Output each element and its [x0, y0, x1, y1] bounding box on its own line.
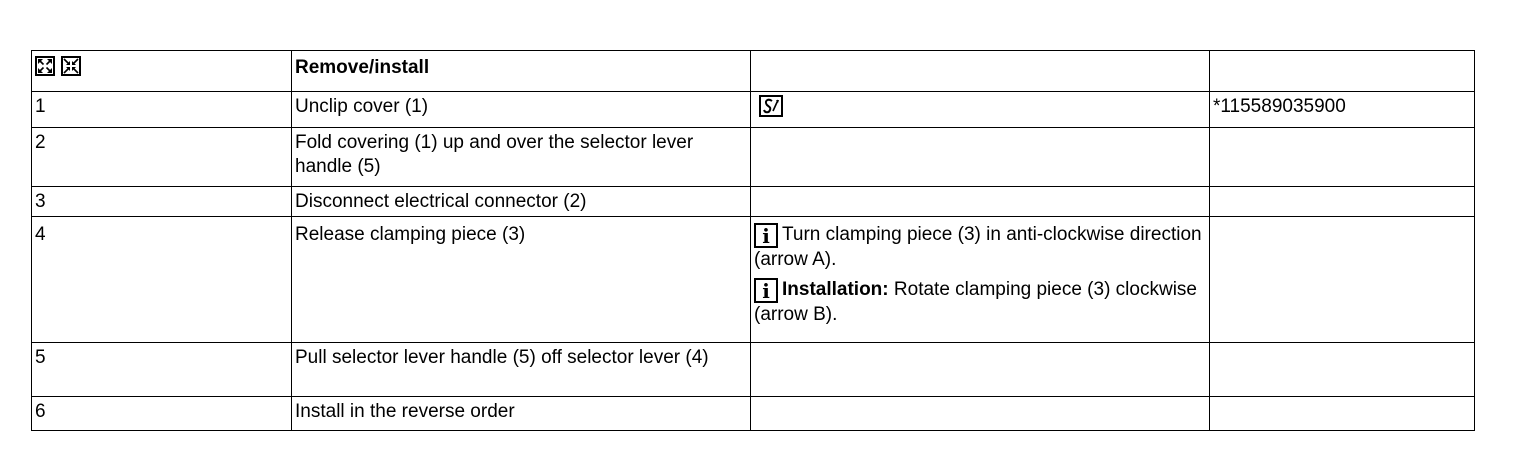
info-note-label: Installation: [782, 279, 889, 300]
table-row: 2 Fold covering (1) up and over the sele… [31, 127, 1475, 187]
collapse-icon[interactable] [61, 56, 81, 76]
table-row: 1 Unclip cover (1) *115589035900 [31, 91, 1475, 128]
step-notes-cell [750, 342, 1210, 397]
step-notes-cell [750, 186, 1210, 217]
table-row: 6 Install in the reverse order [31, 396, 1475, 431]
part-number [1209, 216, 1475, 343]
step-text: Release clamping piece (3) [291, 216, 751, 343]
part-number [1209, 396, 1475, 431]
step-text: Fold covering (1) up and over the select… [291, 127, 751, 187]
step-number: 1 [31, 91, 292, 128]
info-note-text: Turn clamping piece (3) in anti-clockwis… [754, 224, 1202, 270]
step-number: 6 [31, 396, 292, 431]
info-note-text: Rotate clamping piece (3) clockwise (arr… [754, 279, 1197, 325]
step-number: 2 [31, 127, 292, 187]
expand-icon[interactable] [35, 56, 55, 76]
info-icon[interactable]: i [754, 223, 778, 248]
part-number: *115589035900 [1209, 91, 1475, 128]
step-text: Disconnect electrical connector (2) [291, 186, 751, 217]
special-tool-icon[interactable] [759, 95, 783, 117]
part-number [1209, 127, 1475, 187]
part-number [1209, 342, 1475, 397]
step-notes-cell [750, 396, 1210, 431]
part-number [1209, 186, 1475, 217]
step-notes-cell [750, 91, 1210, 128]
table-row: 3 Disconnect electrical connector (2) [31, 186, 1475, 217]
header-title: Remove/install [291, 50, 751, 92]
table-header-row: Remove/install [31, 50, 1475, 92]
step-notes-cell [750, 127, 1210, 187]
step-number: 4 [31, 216, 292, 343]
info-icon[interactable]: i [754, 278, 778, 303]
step-text: Unclip cover (1) [291, 91, 751, 128]
procedure-table: Remove/install 1 Unclip cover (1) *11558… [31, 50, 1475, 431]
step-number: 5 [31, 342, 292, 397]
table-row: 5 Pull selector lever handle (5) off sel… [31, 342, 1475, 397]
step-number: 3 [31, 186, 292, 217]
step-text: Install in the reverse order [291, 396, 751, 431]
header-col4 [1209, 50, 1475, 92]
header-icons-cell [31, 50, 292, 92]
step-text: Pull selector lever handle (5) off selec… [291, 342, 751, 397]
header-col3 [750, 50, 1210, 92]
